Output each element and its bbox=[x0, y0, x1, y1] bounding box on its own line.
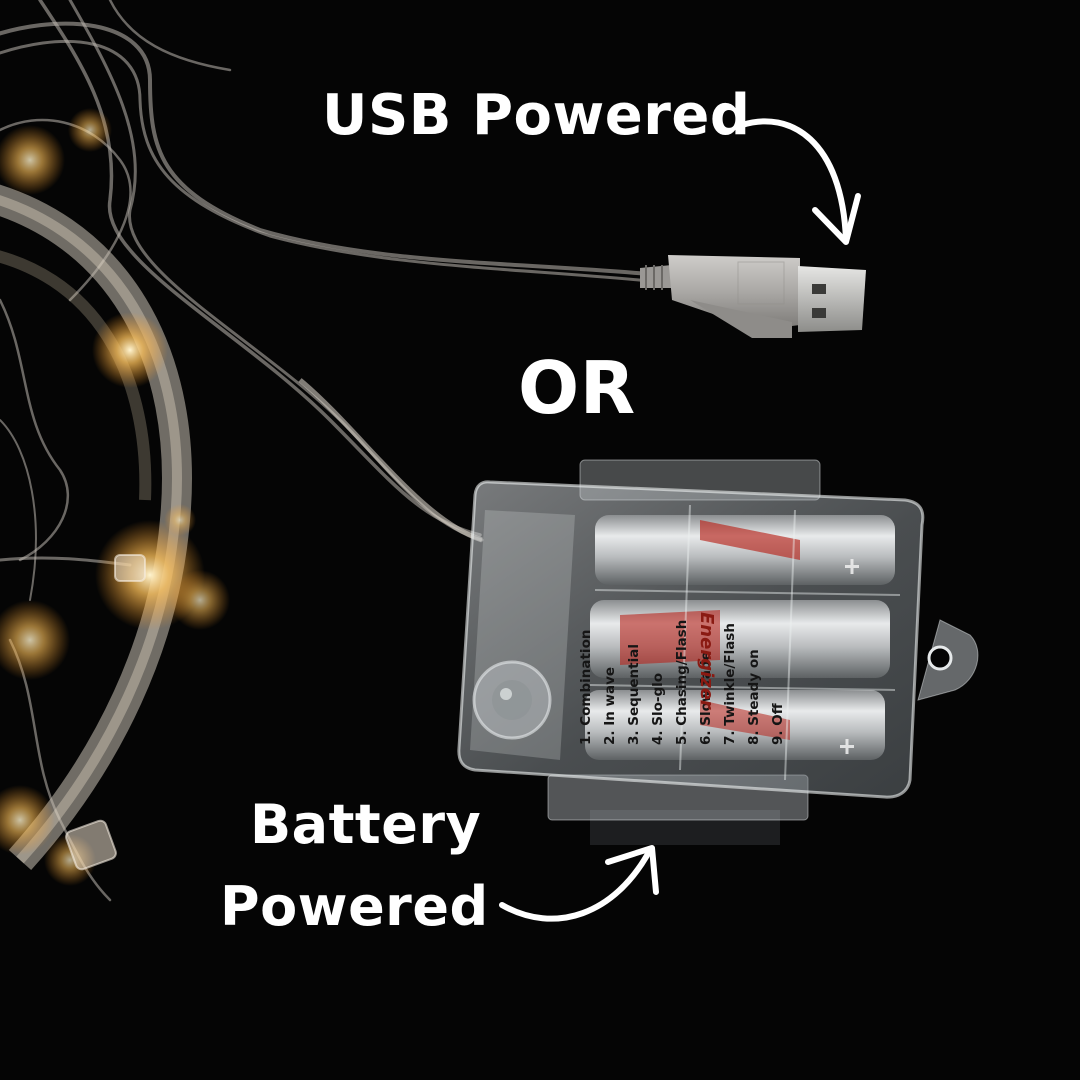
mode-item: 8. Steady on bbox=[746, 649, 762, 745]
arrow-icon-usb bbox=[739, 118, 861, 245]
mode-item: 2. In wave bbox=[602, 666, 618, 745]
arrow-icon-battery bbox=[499, 845, 659, 922]
mode-item: 1. Combination bbox=[578, 629, 594, 745]
bulb-caps bbox=[65, 554, 146, 871]
mode-list: 1. Combination 2. In wave 3. Sequential … bbox=[574, 565, 874, 745]
batteries bbox=[585, 515, 895, 760]
warm-light-glows bbox=[0, 108, 230, 886]
mode-item: 3. Sequential bbox=[626, 644, 642, 745]
battery-caption-line2: Powered bbox=[220, 875, 489, 938]
mode-item: 4. Slo-glo bbox=[650, 672, 666, 745]
light-string-wires bbox=[0, 0, 662, 902]
or-caption: OR bbox=[518, 346, 636, 430]
battery-caption-line1: Battery bbox=[250, 793, 482, 856]
mode-item: 9. Off bbox=[770, 703, 786, 745]
battery-brand-label: Energizer bbox=[696, 612, 717, 709]
mode-item: 5. Chasing/Flash bbox=[674, 619, 690, 745]
battery-box bbox=[457, 459, 979, 845]
usb-powered-caption: USB Powered bbox=[322, 83, 751, 148]
mode-item: 7. Twinkle/Flash bbox=[722, 623, 738, 745]
usb-connector bbox=[640, 255, 866, 338]
